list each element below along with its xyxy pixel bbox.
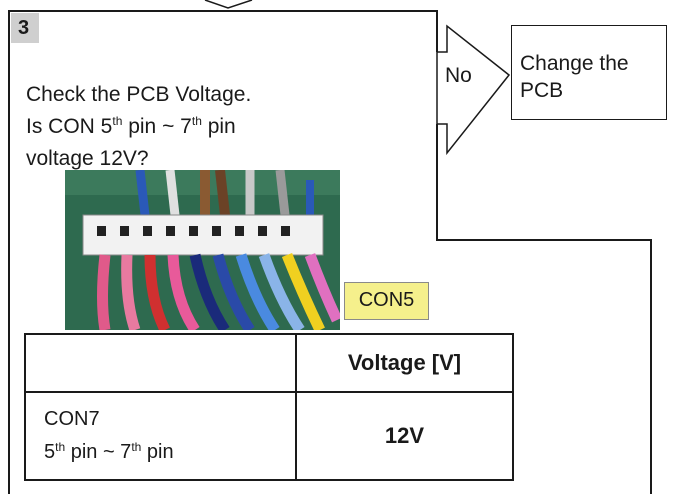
table-row-label: CON7 5th pin ~ 7th pin [25, 392, 296, 480]
step-number-badge: 3 [11, 13, 39, 43]
table-header-row: Voltage [V] [25, 334, 513, 392]
superscript: th [55, 440, 65, 454]
table-row: CON7 5th pin ~ 7th pin 12V [25, 392, 513, 480]
pin-part: pin [141, 441, 173, 463]
voltage-value: 12V [296, 392, 513, 480]
superscript: th [192, 114, 202, 128]
question-text: Check the PCB Voltage. Is CON 5th pin ~ … [26, 79, 336, 175]
question-line-1: Check the PCB Voltage. [26, 79, 336, 111]
incoming-arrow [205, 0, 252, 8]
pin-part: 5 [44, 441, 55, 463]
question-part: pin [202, 115, 236, 138]
no-arrow [437, 26, 509, 153]
table-header-cell [25, 334, 296, 392]
table-header-voltage: Voltage [V] [296, 334, 513, 392]
question-line-2: Is CON 5th pin ~ 7th pin [26, 111, 336, 143]
action-box: Change the PCB [511, 25, 667, 120]
action-line-1: Change the [520, 50, 666, 77]
voltage-table: Voltage [V] CON7 5th pin ~ 7th pin 12V [24, 333, 514, 481]
superscript: th [131, 440, 141, 454]
question-part: Is CON 5 [26, 115, 112, 138]
action-line-2: PCB [520, 77, 666, 104]
superscript: th [112, 114, 122, 128]
pin-part: pin ~ 7 [65, 441, 131, 463]
question-part: pin ~ 7 [122, 115, 191, 138]
connector-illustration [65, 170, 340, 330]
pin-range: 5th pin ~ 7th pin [44, 436, 294, 469]
connector-photo [65, 170, 340, 330]
no-branch-label: No [445, 64, 472, 88]
connector-label: CON5 [344, 282, 429, 320]
connector-name: CON7 [44, 403, 294, 436]
